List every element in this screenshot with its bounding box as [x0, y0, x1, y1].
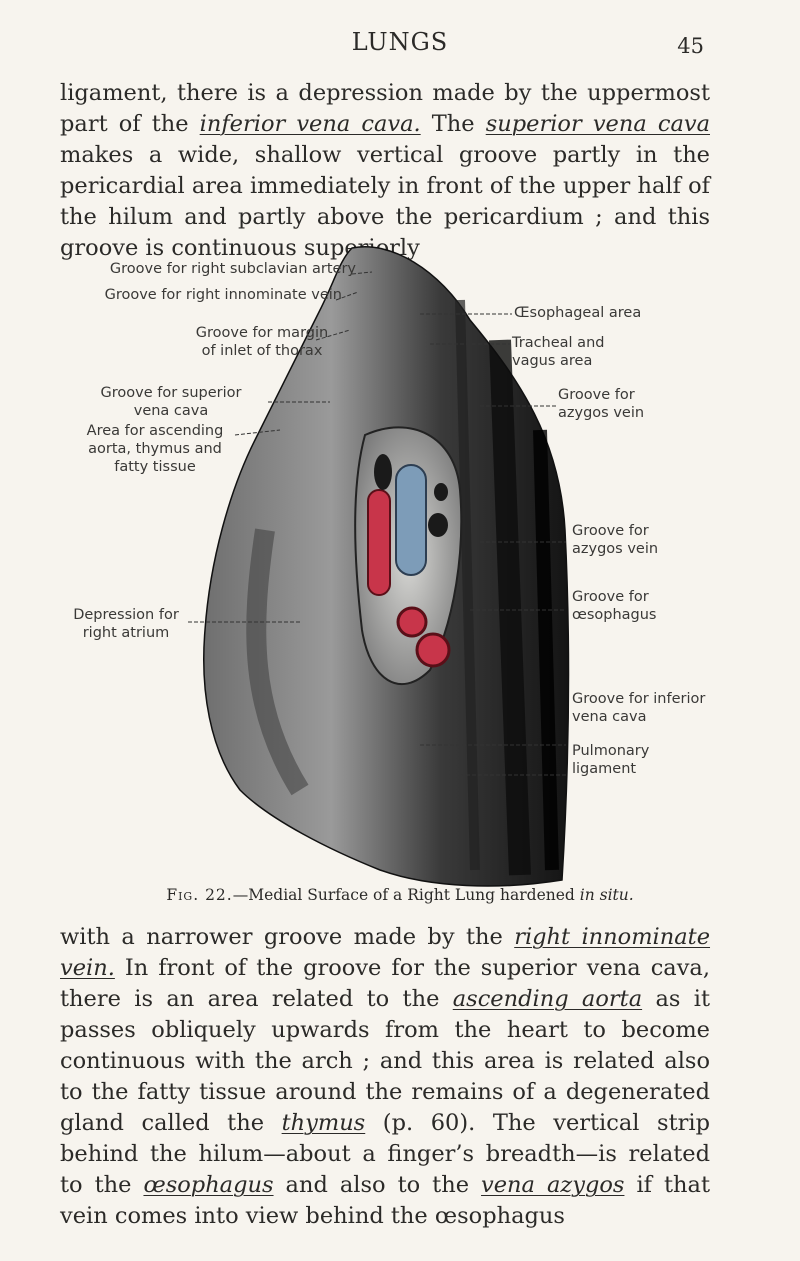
term-oesophagus: œsophagus [143, 1172, 274, 1198]
figure-lung-medial-surface: Groove for right subclavian artery Groov… [0, 230, 800, 920]
caption-text: —Medial Surface of a Right Lung hardened [232, 886, 580, 904]
paragraph-bottom: with a narrower groove made by the right… [60, 922, 710, 1232]
label-line: vena cava [133, 403, 209, 419]
label-line: azygos vein [572, 541, 659, 557]
paragraph-top: ligament, there is a depression made by … [60, 78, 710, 264]
label-line: Area for ascending [86, 423, 224, 439]
label-azygos-lower: Groove for azygos vein [572, 522, 712, 558]
text-run: if that vein comes into view behind the … [60, 1172, 710, 1229]
caption-italic: in situ. [579, 886, 634, 904]
label-ascending-aorta: Area for ascending aorta, thymus and fat… [70, 422, 240, 476]
label-line: of inlet of thorax [201, 343, 323, 359]
figure-caption: Fig. 22.—Medial Surface of a Right Lung … [0, 886, 800, 904]
label-line: œsophagus [572, 607, 657, 623]
label-line: right atrium [82, 625, 170, 641]
leader-line [335, 291, 359, 301]
label-oesophagus: Groove for œsophagus [572, 588, 712, 624]
label-line: Groove for [572, 523, 649, 539]
page-header: LUNGS 45 [0, 28, 800, 68]
lung-illustration [188, 246, 570, 887]
label-line: vena cava [572, 709, 647, 725]
vessel-dark [428, 513, 448, 537]
text-run: makes a wide, shallow vertical groove pa… [60, 142, 710, 261]
label-line: Pulmonary [572, 743, 650, 759]
label-right-atrium: Depression for right atrium [56, 606, 196, 642]
pulmonary-artery [367, 489, 391, 596]
label-line: Groove for [572, 589, 649, 605]
label-line: Groove for inferior [572, 691, 706, 707]
label-inferior-vena-cava: Groove for inferior vena cava [572, 690, 742, 726]
text-run: with a narrower groove made by the [60, 924, 515, 950]
label-margin-inlet: Groove for margin of inlet of thorax [182, 324, 342, 360]
text-run: as it passes obliquely upwards from the … [60, 986, 710, 1136]
label-oesophageal-area: Œsophageal area [514, 305, 642, 321]
figure-number: Fig. 22. [166, 886, 233, 904]
bronchus-blue [395, 464, 427, 576]
page-number: 45 [677, 34, 704, 58]
text-run: (p. 60). The vertical strip behind the h… [60, 1110, 710, 1198]
term-superior-vena-cava: superior vena cava [485, 111, 710, 137]
label-line: azygos vein [558, 405, 645, 421]
label-line: Tracheal and [512, 335, 605, 351]
text-run: The [420, 111, 486, 137]
shading-strip [246, 528, 309, 796]
label-line: ligament [572, 761, 637, 777]
vessel-red [415, 632, 451, 668]
vessel-dark [434, 483, 448, 501]
vessel-dark [374, 454, 392, 490]
label-subclavian: Groove for right subclavian artery [109, 261, 356, 277]
term-right-innominate-vein: right innominate vein. [60, 924, 711, 981]
label-line: Groove for margin [195, 325, 329, 341]
label-pulmonary-ligament: Pulmonary ligament [572, 742, 712, 778]
text-run: ligament, there is a depression made by … [60, 80, 710, 137]
label-line: Groove for superior [100, 385, 242, 401]
label-line: aorta, thymus and [88, 441, 222, 457]
label-line: Depression for [73, 607, 179, 623]
term-vena-azygos: vena azygos [481, 1172, 625, 1198]
term-thymus: thymus [281, 1110, 366, 1136]
label-azygos-upper: Groove for azygos vein [558, 386, 698, 422]
running-title: LUNGS [351, 28, 449, 56]
leader-line [351, 271, 373, 275]
label-innominate: Groove for right innominate vein [104, 287, 342, 303]
shading-strip [533, 429, 559, 871]
leader-line [234, 429, 281, 436]
text-run: and also to the [273, 1172, 482, 1198]
shading-strip [489, 339, 531, 876]
label-superior-vena-cava: Groove for superior vena cava [76, 384, 266, 420]
label-line: vagus area [512, 353, 593, 369]
label-tracheal-vagus: Tracheal and vagus area [512, 334, 672, 370]
term-ascending-aorta: ascending aorta [452, 986, 643, 1012]
term-inferior-vena-cava: inferior vena cava. [199, 111, 421, 137]
vessel-red [396, 606, 428, 638]
label-line: fatty tissue [114, 459, 196, 475]
text-run: In front of the groove for the superior … [60, 955, 710, 1012]
label-line: Groove for [558, 387, 635, 403]
